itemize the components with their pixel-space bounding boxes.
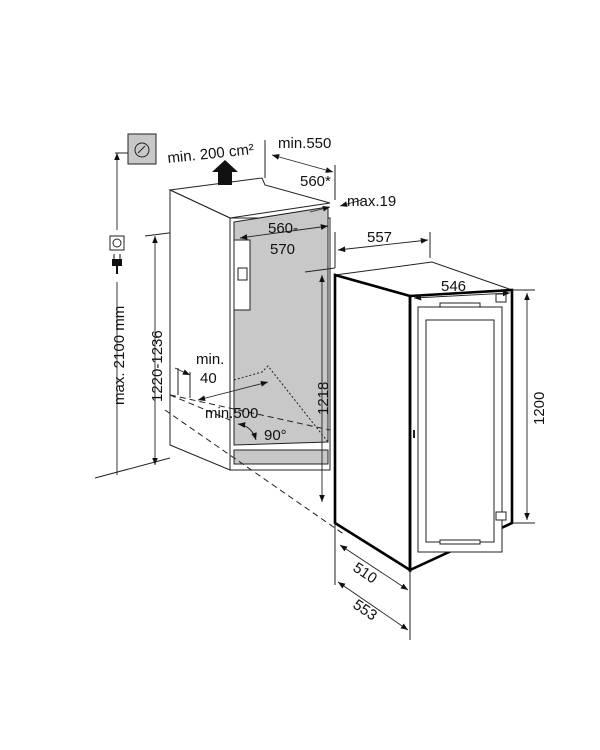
min-500-label: min.500 bbox=[205, 405, 258, 422]
max-height-dimension: max. 2100 mm bbox=[94, 153, 171, 479]
wall-vent-icon bbox=[115, 133, 157, 165]
appliance-height-label: 1200 bbox=[531, 392, 548, 425]
installation-niche bbox=[164, 177, 346, 536]
airflow-arrow-icon bbox=[212, 160, 238, 185]
max-height-label: max. 2100 mm bbox=[111, 306, 128, 405]
niche-depth-dimension: min.550 560* bbox=[264, 135, 336, 200]
angle-label: 90° bbox=[264, 427, 287, 444]
min-40-label-a: min. bbox=[196, 351, 224, 368]
appliance-depth-door-label: 553 bbox=[350, 596, 380, 624]
niche-width-label-a: 560- bbox=[268, 220, 298, 237]
depth-alt-label: 560* bbox=[300, 173, 331, 190]
max-gap-label: max.19 bbox=[347, 193, 396, 210]
depth-min-label: min.550 bbox=[278, 135, 331, 152]
niche-width-label-b: 570 bbox=[270, 241, 295, 258]
door-width-label: 546 bbox=[441, 278, 466, 295]
wine-cabinet-appliance bbox=[333, 261, 514, 573]
power-socket-icon bbox=[109, 235, 125, 251]
power-plug-icon bbox=[112, 254, 122, 274]
appliance-depth-label: 510 bbox=[350, 559, 380, 587]
niche-height-label: 1220-1236 bbox=[149, 330, 166, 402]
ventilation-label: min. 200 cm² bbox=[167, 141, 255, 167]
inner-height-label: 1218 bbox=[315, 382, 332, 415]
min-40-label-b: 40 bbox=[200, 370, 217, 387]
appliance-width-label: 557 bbox=[367, 229, 392, 246]
